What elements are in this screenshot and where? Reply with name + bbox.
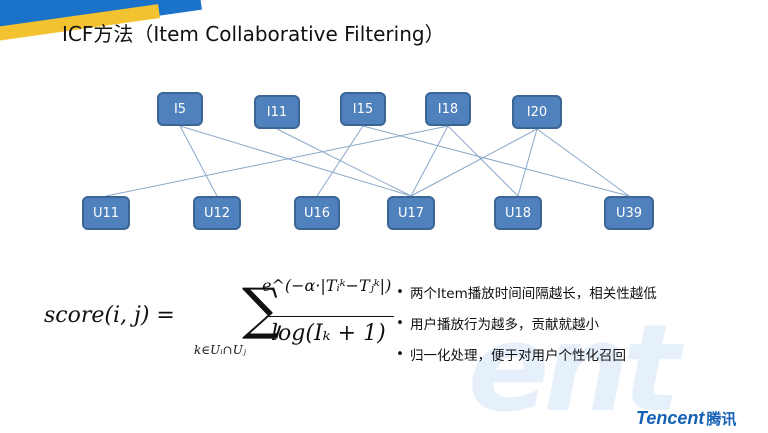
user-node-u17: U17: [387, 196, 435, 230]
formula-numerator: e^(−α·|Tᵢᵏ−Tⱼᵏ|): [262, 276, 392, 295]
edge-i20-u18: [517, 128, 538, 197]
brand-name-cn: 腾讯: [706, 411, 737, 428]
sum-symbol: ∑: [242, 277, 282, 342]
bullet-dot-icon: •: [396, 314, 404, 331]
background-watermark: ent: [468, 300, 680, 433]
bullet-dot-icon: •: [396, 283, 404, 300]
score-formula: score(i, j) = ∑ k∈Uᵢ∩Uⱼ e^(−α·|Tᵢᵏ−Tⱼᵏ|)…: [44, 272, 394, 372]
bullet-text: 归一化处理，便于对用户个性化召回: [410, 347, 626, 364]
bullet-list: • 两个Item播放时间间隔越长，相关性越低 • 用户播放行为越多，贡献就越小 • 归…: [396, 276, 756, 369]
user-node-u39: U39: [604, 196, 654, 230]
edge-i11-u17: [276, 128, 412, 197]
sum-subscript: k∈Uᵢ∩Uⱼ: [194, 343, 247, 357]
item-node-i18: I18: [425, 92, 471, 126]
bullet-item: • 用户播放行为越多，贡献就越小: [396, 307, 756, 338]
edge-i20-u17: [410, 128, 538, 197]
formula-lhs: score(i, j) =: [44, 303, 175, 328]
item-node-i20: I20: [512, 95, 562, 129]
edge-i18-u11: [105, 125, 449, 197]
bullet-item: • 归一化处理，便于对用户个性化召回: [396, 338, 756, 369]
item-node-i11: I11: [254, 95, 300, 129]
item-node-i15: I15: [340, 92, 386, 126]
bullet-dot-icon: •: [396, 345, 404, 362]
edge-i18-u17: [410, 125, 449, 197]
bullet-text: 用户播放行为越多，贡献就越小: [410, 316, 599, 333]
bullet-item: • 两个Item播放时间间隔越长，相关性越低: [396, 276, 756, 307]
edge-i15-u16: [316, 125, 364, 197]
user-node-u16: U16: [294, 196, 340, 230]
user-node-u11: U11: [82, 196, 130, 230]
edge-i15-u39: [362, 125, 630, 197]
edge-i5-u12: [179, 125, 218, 197]
formula-denominator: log(Iₖ + 1): [271, 321, 386, 346]
fraction-bar: [266, 316, 394, 317]
edge-i18-u18: [447, 125, 519, 197]
user-node-u12: U12: [193, 196, 241, 230]
brand-name: Tencent: [636, 408, 705, 428]
edge-i5-u17: [179, 125, 412, 197]
user-node-u18: U18: [494, 196, 542, 230]
edge-i20-u39: [536, 128, 630, 197]
item-node-i5: I5: [157, 92, 203, 126]
bullet-text: 两个Item播放时间间隔越长，相关性越低: [410, 285, 657, 302]
slide-title: ICF方法（Item Collaborative Filtering）: [62, 22, 445, 46]
